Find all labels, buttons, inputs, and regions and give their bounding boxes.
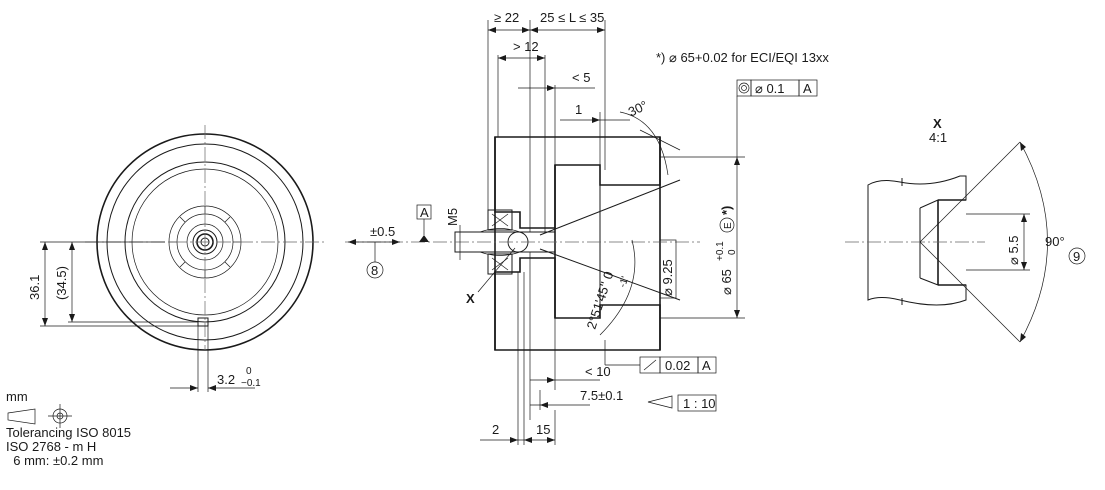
tolerance-note: 6 mm: ±0.2 mm [6, 453, 104, 468]
iso-note: ISO 2768 - m H [6, 439, 97, 454]
dim-7-5: 7.5±0.1 [580, 388, 623, 403]
dim-30-deg: 30° [626, 98, 650, 120]
dim-L: 25 ≤ L ≤ 35 [540, 10, 604, 25]
callout-8: 8 [371, 263, 378, 278]
datum-a-box: A [420, 205, 429, 220]
dim-3-2-lower: −0.1 [241, 378, 261, 389]
runout-value: 0.02 [665, 358, 690, 373]
tolerancing-note: Tolerancing ISO 8015 [6, 425, 132, 440]
dim-d65-lower: 0 [727, 249, 738, 255]
dim-d65-upper: +0.1 [715, 241, 726, 261]
dim-34-5: (34.5) [54, 266, 69, 300]
detail-title: X [933, 116, 942, 131]
concentricity-value: ⌀ 0.1 [755, 81, 785, 96]
dim-d65: ⌀ 65 [719, 269, 734, 295]
dim-3-2-upper: 0 [246, 366, 252, 377]
unit-label: mm [6, 389, 28, 404]
x-detail-mark: X [466, 291, 475, 306]
projection-symbol [7, 404, 72, 428]
dim-angle: 2°51'45'' 0 [584, 270, 617, 331]
runout-datum: A [702, 358, 711, 373]
dim-lt-5: < 5 [572, 70, 590, 85]
dim-d5-5: ⌀ 5.5 [1006, 235, 1021, 265]
dim-2: 2 [492, 422, 499, 437]
general-notes: mm Tolerancing ISO 8015 ISO 2768 - m H 6… [6, 390, 131, 468]
dim-ge-22: ≥ 22 [494, 10, 519, 25]
dim-3-2: 3.2 [217, 372, 235, 387]
envelope-symbol: E [723, 222, 734, 229]
dim-pm-0-5: ±0.5 [370, 224, 395, 239]
concentricity-datum: A [803, 81, 812, 96]
dim-angle-tol: -1' [617, 275, 631, 289]
eci-note: *) ⌀ 65+0.02 for ECI/EQI 13xx [656, 50, 829, 65]
detail-scale: 4:1 [929, 130, 947, 145]
callout-9: 9 [1073, 249, 1080, 264]
section-view: ≥ 22 25 ≤ L ≤ 35 > 12 < 5 1 30° ±0.5 8 A… [345, 10, 818, 445]
taper-ratio: 1 : 10 [683, 396, 716, 411]
dim-m5: M5 [445, 208, 460, 226]
detail-x-view: X 4:1 90° 9 ⌀ 5.5 [845, 116, 1086, 343]
front-view: 36.1 (34.5) 3.2 0 −0.1 [27, 125, 325, 392]
dim-lt-10: < 10 [585, 364, 611, 379]
dim-36-1: 36.1 [27, 275, 42, 300]
dim-1: 1 [575, 102, 582, 117]
dim-90-deg: 90° [1045, 234, 1065, 249]
dim-15: 15 [536, 422, 550, 437]
dim-d9-25: ⌀ 9.25 [660, 259, 675, 296]
dim-d65-star: *) [719, 206, 734, 215]
dim-gt-12: > 12 [513, 39, 539, 54]
